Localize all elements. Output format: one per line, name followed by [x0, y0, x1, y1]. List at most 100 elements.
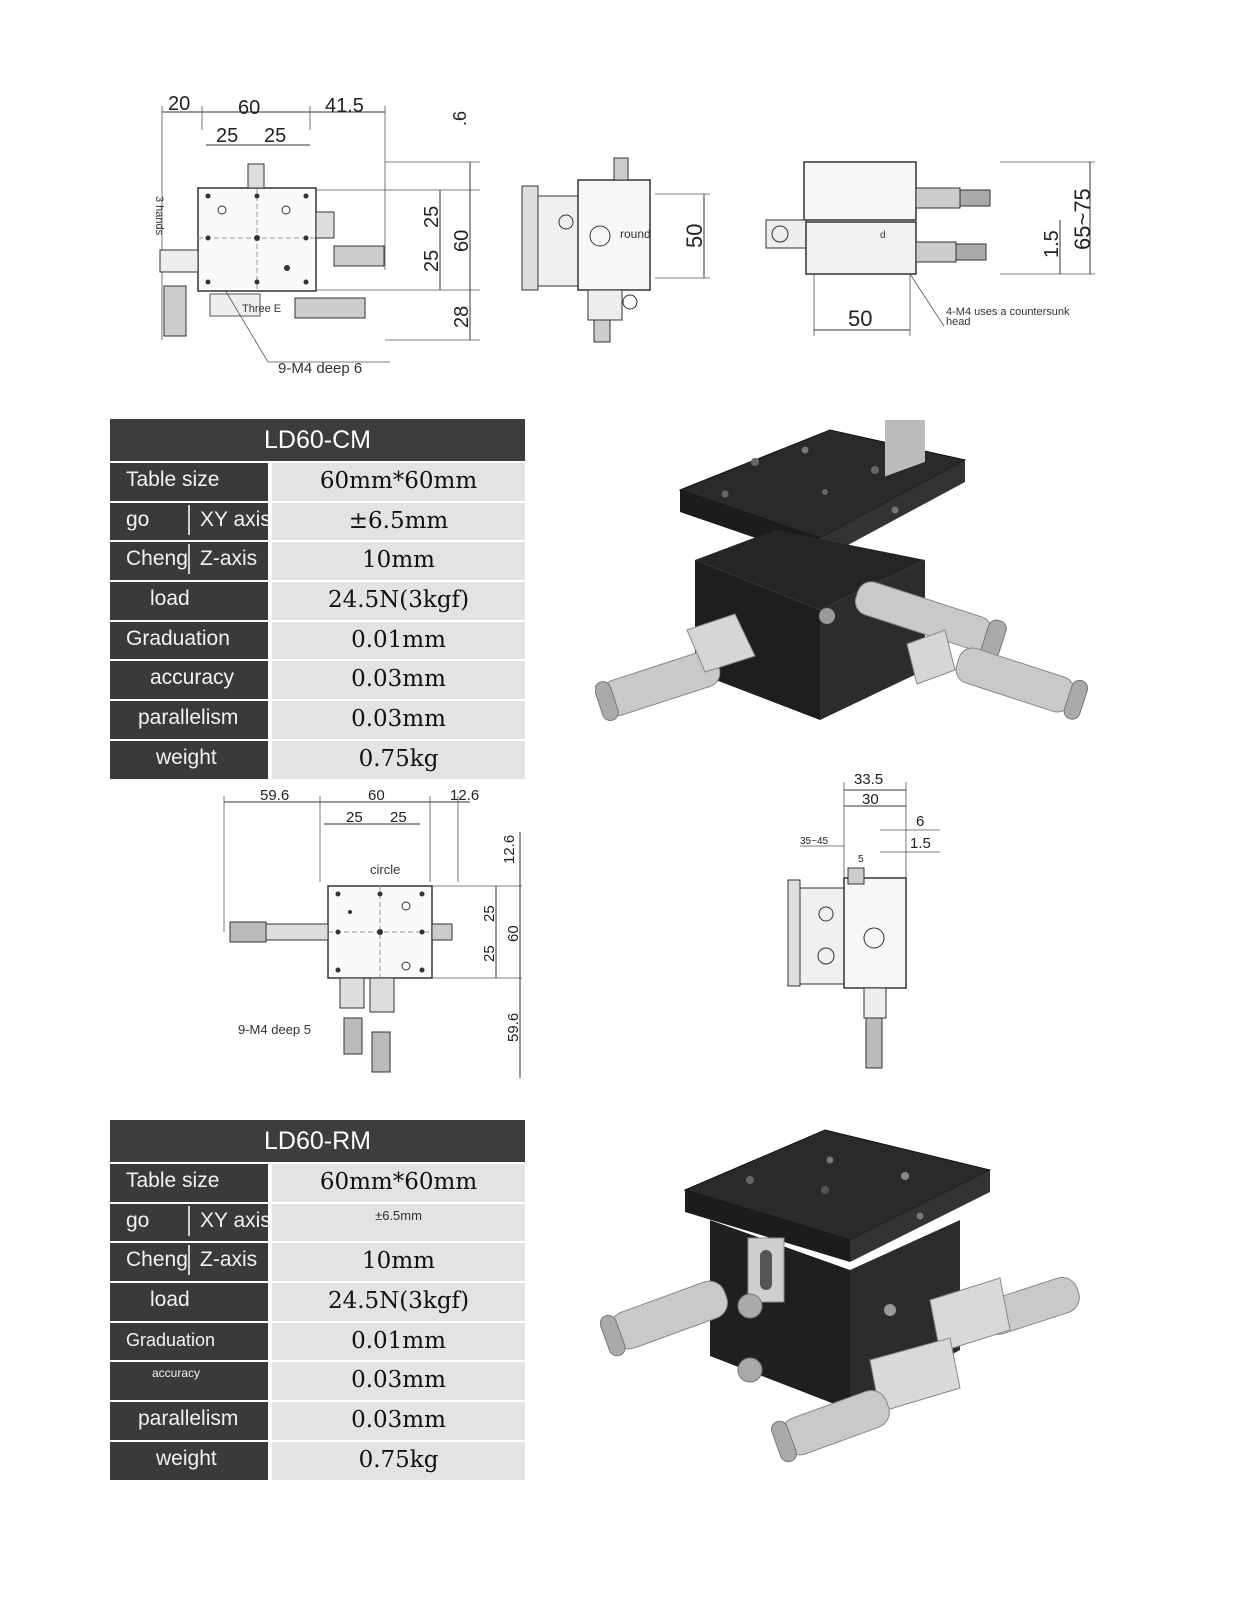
spec-value: 0.03mm	[272, 661, 525, 700]
dim-60-mid: 60	[368, 787, 385, 804]
spec-row: Table size 60mm*60mm	[110, 1162, 525, 1202]
dim-25-a: 25	[216, 125, 238, 147]
spec-table-ld60-rm: LD60-RM Table size 60mm*60mm go XY axis …	[110, 1120, 525, 1480]
dim-50-front: 50	[848, 306, 872, 331]
spec-label-part: XY axis	[188, 1205, 268, 1236]
spec-value: 0.03mm	[272, 701, 525, 739]
spec-value: 60mm*60mm	[272, 463, 525, 501]
dim-60-mid-v: 60	[505, 925, 522, 942]
spec-label: parallelism	[110, 1402, 268, 1440]
label-countersunk: 4-M4 uses a countersunk	[946, 306, 1070, 318]
dim-12-6-v: 12.6	[501, 835, 518, 864]
spec-value: 60mm*60mm	[272, 1164, 525, 1202]
spec-row: parallelism 0.03mm	[110, 1400, 525, 1440]
dim-25-b: 25	[264, 125, 286, 147]
dim-25-d: 25	[421, 250, 443, 272]
spec-label-part: Cheng	[126, 547, 188, 571]
dim-1-5-mid: 1.5	[910, 835, 931, 852]
top-drawing-side-view: round 50	[520, 150, 730, 350]
product-photo-ld60-cm	[594, 391, 1095, 745]
spec-value: 24.5N(3kgf)	[272, 1283, 525, 1321]
spec-label: weight	[110, 740, 268, 779]
dim-12-6: 12.6	[450, 787, 479, 804]
dim-59-6: 59.6	[260, 787, 289, 804]
spec-value: ±6.5mm	[272, 1203, 525, 1242]
label-9-m4-deep-5: 9-M4 deep 5	[238, 1022, 311, 1037]
spec-value: 24.5N(3kgf)	[272, 582, 525, 620]
dim-25-mid-c: 25	[481, 905, 498, 922]
spec-label-part: Z-axis	[188, 1245, 268, 1276]
label-9-m4-deep-6: 9-M4 deep 6	[278, 360, 362, 377]
spec-row: load 24.5N(3kgf)	[110, 580, 525, 620]
dim-28: 28	[451, 306, 473, 328]
spec-row: Table size 60mm*60mm	[110, 461, 525, 501]
label-round: round	[620, 227, 651, 241]
dim-59-6-v: 59.6	[505, 1013, 522, 1042]
spec-label: Graduation	[110, 1322, 268, 1361]
spec-label-part: Z-axis	[188, 544, 268, 575]
spec-row: Cheng Z-axis 10mm	[110, 540, 525, 581]
top-drawing-front-view: 65~75 1.5 50 4-M4 uses a countersunk hea…	[760, 150, 1130, 340]
spec-title: LD60-CM	[110, 419, 525, 461]
spec-label-part: Cheng	[126, 1248, 188, 1272]
spec-label: load	[110, 1283, 268, 1321]
spec-label: weight	[110, 1441, 268, 1480]
label-3-hands: 3 hands	[153, 196, 165, 236]
dim-60: 60	[238, 97, 260, 119]
spec-label: Table size	[110, 463, 268, 501]
spec-row: Graduation 0.01mm	[110, 1320, 525, 1361]
middle-drawing-side-view: 33.5 30 6 1.5 35~45 5	[780, 768, 960, 1088]
dim-25-mid-a: 25	[346, 809, 363, 826]
spec-row: weight 0.75kg	[110, 738, 525, 779]
spec-table-ld60-cm: LD60-CM Table size 60mm*60mm go XY axis …	[110, 419, 525, 779]
spec-label: parallelism	[110, 701, 268, 739]
label-d: d	[880, 230, 886, 241]
spec-value: 0.75kg	[272, 740, 525, 779]
spec-title: LD60-RM	[110, 1120, 525, 1162]
spec-label: go XY axis	[110, 1203, 268, 1242]
dim-25-c: 25	[421, 206, 443, 228]
middle-drawing-plan-view: 59.6 60 12.6 25 25 circle 12.6 25 25 60 …	[210, 782, 540, 1082]
dim-5: 5	[858, 854, 864, 865]
spec-label: Cheng Z-axis	[110, 542, 268, 581]
spec-label-part: go	[126, 1208, 150, 1232]
dim-65-75: 65~75	[1070, 188, 1095, 250]
spec-label-part: XY axis	[188, 504, 268, 535]
spec-row: Cheng Z-axis 10mm	[110, 1241, 525, 1282]
spec-value: 0.75kg	[272, 1441, 525, 1480]
spec-label: Graduation	[110, 621, 268, 660]
dim-35-45: 35~45	[800, 836, 829, 847]
spec-label: accuracy	[110, 1362, 268, 1401]
dim-25-mid-d: 25	[481, 945, 498, 962]
spec-value: 0.03mm	[272, 1402, 525, 1440]
spec-row: go XY axis ±6.5mm	[110, 500, 525, 541]
label-circle: circle	[370, 862, 400, 877]
spec-label: accuracy	[110, 661, 268, 700]
spec-value: ±6.5mm	[272, 502, 525, 541]
spec-value: 0.01mm	[272, 1322, 525, 1361]
dim-6: 6	[916, 813, 924, 830]
label-head: head	[946, 316, 970, 328]
spec-row: Graduation 0.01mm	[110, 619, 525, 660]
spec-label-part: go	[126, 507, 150, 531]
dim-20: 20	[168, 93, 190, 115]
spec-label: go XY axis	[110, 502, 268, 541]
spec-value: 0.03mm	[272, 1362, 525, 1401]
spec-row: weight 0.75kg	[110, 1439, 525, 1480]
dim-point-6: .6	[450, 111, 470, 126]
label-three-e: Three E	[242, 303, 281, 315]
top-drawing-plan-view: 20 60 41.5 25 25 25 25 60 28 .6	[150, 90, 510, 390]
spec-row: load 24.5N(3kgf)	[110, 1281, 525, 1321]
spec-value: 10mm	[272, 542, 525, 581]
spec-row: parallelism 0.03mm	[110, 699, 525, 739]
spec-row: accuracy 0.03mm	[110, 1360, 525, 1401]
spec-label: Cheng Z-axis	[110, 1243, 268, 1282]
dim-60-v: 60	[451, 230, 473, 252]
spec-label: load	[110, 582, 268, 620]
product-photo-ld60-rm	[599, 1120, 1100, 1475]
dim-30: 30	[862, 791, 879, 808]
spec-row: accuracy 0.03mm	[110, 659, 525, 700]
dim-50-side: 50	[682, 224, 707, 248]
spec-value: 0.01mm	[272, 621, 525, 660]
dim-1-5: 1.5	[1041, 230, 1063, 258]
